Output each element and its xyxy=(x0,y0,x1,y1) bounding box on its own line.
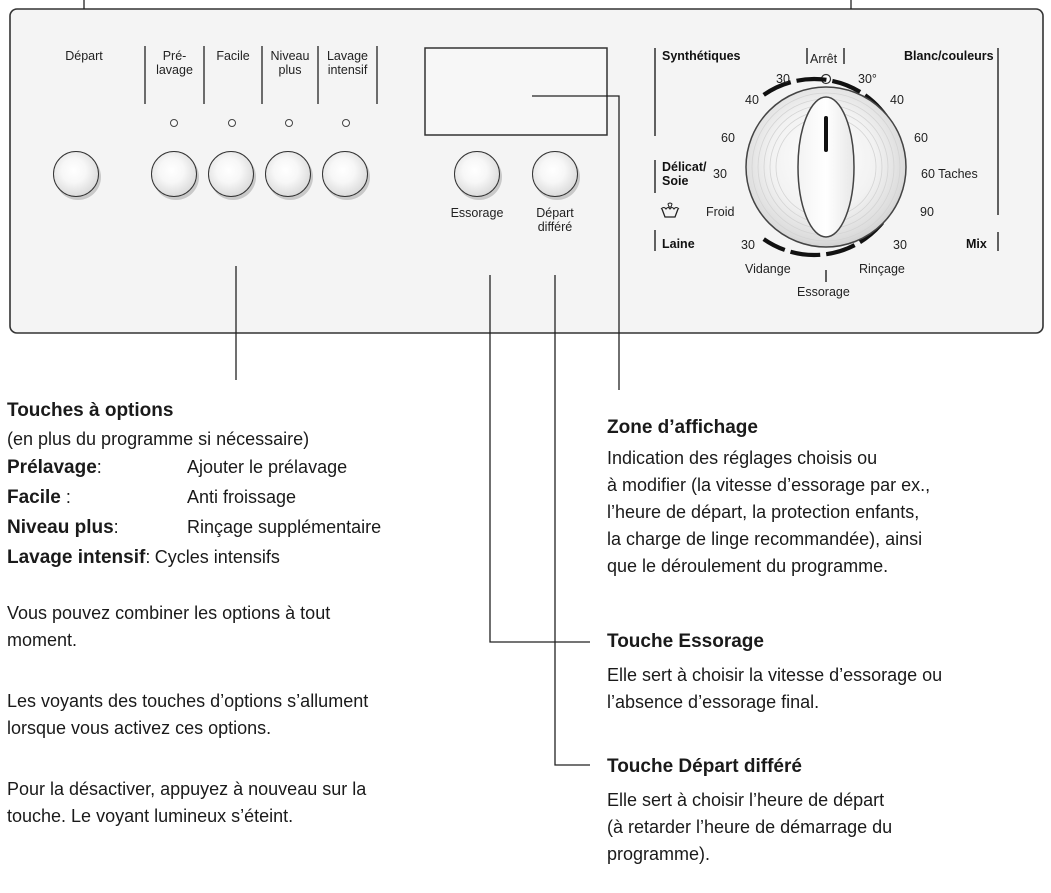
label-lavage-intensif: Lavage intensif xyxy=(326,49,368,77)
mark-laine-30: 30 xyxy=(741,238,755,252)
options-para-3: Pour la désactiver, appuyez à nouveau su… xyxy=(7,779,367,826)
mark-bc-90: 90 xyxy=(920,205,934,219)
label-depart: Départ xyxy=(65,49,103,63)
option-item-niveau-plus: Niveau plus: Rinçage supplémentaire xyxy=(7,517,382,538)
mark-essorage: Essorage xyxy=(797,285,850,299)
lavage-intensif-button[interactable] xyxy=(322,151,368,197)
led-lavage-intensif xyxy=(342,119,350,127)
niveau-plus-button[interactable] xyxy=(265,151,311,197)
option-item-lavage-intensif: Lavage intensif: Cycles intensifs xyxy=(7,547,280,568)
dial-group-lines xyxy=(654,48,999,282)
led-prelavage xyxy=(170,119,178,127)
spin-desc: Elle sert à choisir la vitesse d’essorag… xyxy=(607,665,943,712)
mark-bc-30: 30° xyxy=(858,72,877,86)
essorage-button[interactable] xyxy=(454,151,500,197)
led-facile xyxy=(228,119,236,127)
control-panel-frame xyxy=(9,8,1044,334)
delay-title: Touche Départ différé xyxy=(607,756,802,777)
mark-vidange: Vidange xyxy=(745,262,791,276)
delay-desc: Elle sert à choisir l’heure de départ (à… xyxy=(607,790,893,864)
leader-delay xyxy=(554,275,590,766)
label-prelavage: Pré- lavage xyxy=(156,49,193,77)
label-niveau-plus: Niveau plus xyxy=(270,49,310,77)
options-para-2: Les voyants des touches d’options s’allu… xyxy=(7,691,369,738)
depart-differe-button[interactable] xyxy=(532,151,578,197)
display-window xyxy=(424,47,608,136)
leader-spin xyxy=(489,275,590,643)
option-label-separators xyxy=(144,46,378,104)
depart-button[interactable] xyxy=(53,151,99,197)
mark-synth-60: 60 xyxy=(721,131,735,145)
display-title: Zone d’affichage xyxy=(607,417,758,438)
group-delicat-soie: Délicat/ Soie xyxy=(662,160,707,188)
facile-button[interactable] xyxy=(208,151,254,197)
label-facile: Facile xyxy=(216,49,250,63)
group-mix: Mix xyxy=(966,237,987,251)
display-desc: Indication des réglages choisis ou à mod… xyxy=(607,448,931,576)
mark-bc-40: 40 xyxy=(890,93,904,107)
dial-grip xyxy=(797,96,855,238)
mark-froid: Froid xyxy=(706,205,735,219)
options-para-1: Vous pouvez combiner les options à tout … xyxy=(7,603,331,650)
group-blanc-couleurs: Blanc/couleurs xyxy=(904,49,994,63)
mark-synth-30: 30 xyxy=(776,72,790,86)
option-item-prelavage: Prélavage: Ajouter le prélavage xyxy=(7,457,348,478)
group-synthetiques: Synthétiques xyxy=(662,49,741,63)
mark-synth-40: 40 xyxy=(745,93,759,107)
led-niveau-plus xyxy=(285,119,293,127)
mark-arret: Arrêt xyxy=(810,52,838,66)
label-depart-differe: Départ différé xyxy=(536,206,574,234)
mark-mix-30: 30 xyxy=(893,238,907,252)
group-laine: Laine xyxy=(662,237,695,251)
prelavage-button[interactable] xyxy=(151,151,197,197)
label-essorage: Essorage xyxy=(450,206,504,220)
option-item-facile: Facile : Anti froissage xyxy=(7,487,297,508)
options-title: Touches à options xyxy=(7,400,174,421)
wool-icon xyxy=(660,202,680,218)
leader-display xyxy=(532,95,620,390)
mark-delicat-30: 30 xyxy=(713,167,727,181)
options-list: Prélavage: Ajouter le prélavage Facile :… xyxy=(7,454,477,574)
spin-title: Touche Essorage xyxy=(607,631,764,652)
mark-rincage: Rinçage xyxy=(859,262,905,276)
mark-bc-60-taches: 60 Taches xyxy=(921,167,978,181)
options-subtitle: (en plus du programme si nécessaire) xyxy=(7,429,310,449)
mark-bc-60: 60 xyxy=(914,131,928,145)
